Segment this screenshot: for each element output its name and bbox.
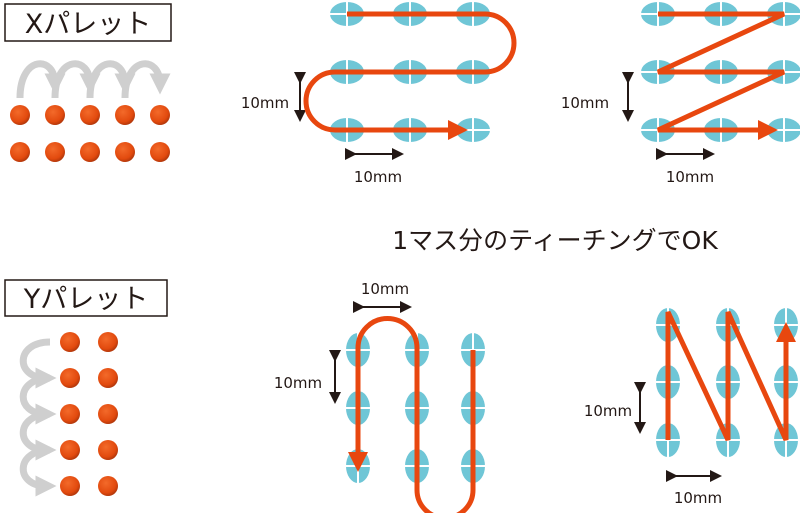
x-palette-title: Xパレット [25, 9, 152, 40]
pad-marker [456, 118, 490, 142]
workpiece-dot [115, 105, 135, 125]
workpiece-dot [60, 476, 80, 496]
workpiece-dot [60, 368, 80, 388]
dim-label: 10mm [666, 168, 714, 186]
x-serpentine-path [303, 11, 517, 140]
move-arc-icon [51, 60, 101, 99]
y-palette-arcs [19, 338, 57, 497]
dim-label: 10mm [354, 168, 402, 186]
workpiece-dot [80, 105, 100, 125]
move-arc-icon [19, 374, 57, 425]
workpiece-dot [150, 105, 170, 125]
workpiece-dot [10, 105, 30, 125]
move-arc-icon [121, 60, 171, 99]
workpiece-dot [150, 142, 170, 162]
y-palette-dots [60, 332, 118, 496]
dim-label: 10mm [674, 489, 722, 507]
workpiece-dot [60, 332, 80, 352]
move-arc-icon [86, 60, 136, 99]
x-palette-arcs [16, 60, 171, 99]
move-arc-icon [16, 60, 66, 99]
caption: 1マス分のティーチングでOK [392, 226, 718, 255]
move-arc-icon [19, 338, 57, 389]
dim-label: 10mm [274, 374, 322, 392]
workpiece-dot [98, 440, 118, 460]
move-arc-icon [19, 410, 57, 461]
x-palette-label: Xパレット [4, 3, 172, 42]
y-palette-title: Yパレット [23, 284, 149, 315]
workpiece-dot [60, 404, 80, 424]
dim-label: 10mm [584, 402, 632, 420]
workpiece-dot [60, 440, 80, 460]
workpiece-dot [10, 142, 30, 162]
y-serpentine-path [348, 316, 476, 513]
workpiece-dot [115, 142, 135, 162]
workpiece-dot [45, 142, 65, 162]
workpiece-dot [80, 142, 100, 162]
y-zigzag-path [665, 310, 796, 442]
dim-label: 10mm [241, 94, 289, 112]
workpiece-dot [45, 105, 65, 125]
pad-marker [767, 118, 800, 142]
workpiece-dot [98, 476, 118, 496]
dimension-arrows [294, 72, 722, 482]
workpiece-dot [98, 332, 118, 352]
y-palette-label: Yパレット [4, 279, 168, 317]
workpiece-dot [98, 404, 118, 424]
move-arc-icon [19, 446, 57, 497]
workpiece-dot [98, 368, 118, 388]
dim-label: 10mm [361, 280, 409, 298]
x-palette-dots [10, 105, 170, 162]
x-zigzag-path [656, 11, 786, 140]
dim-label: 10mm [561, 94, 609, 112]
